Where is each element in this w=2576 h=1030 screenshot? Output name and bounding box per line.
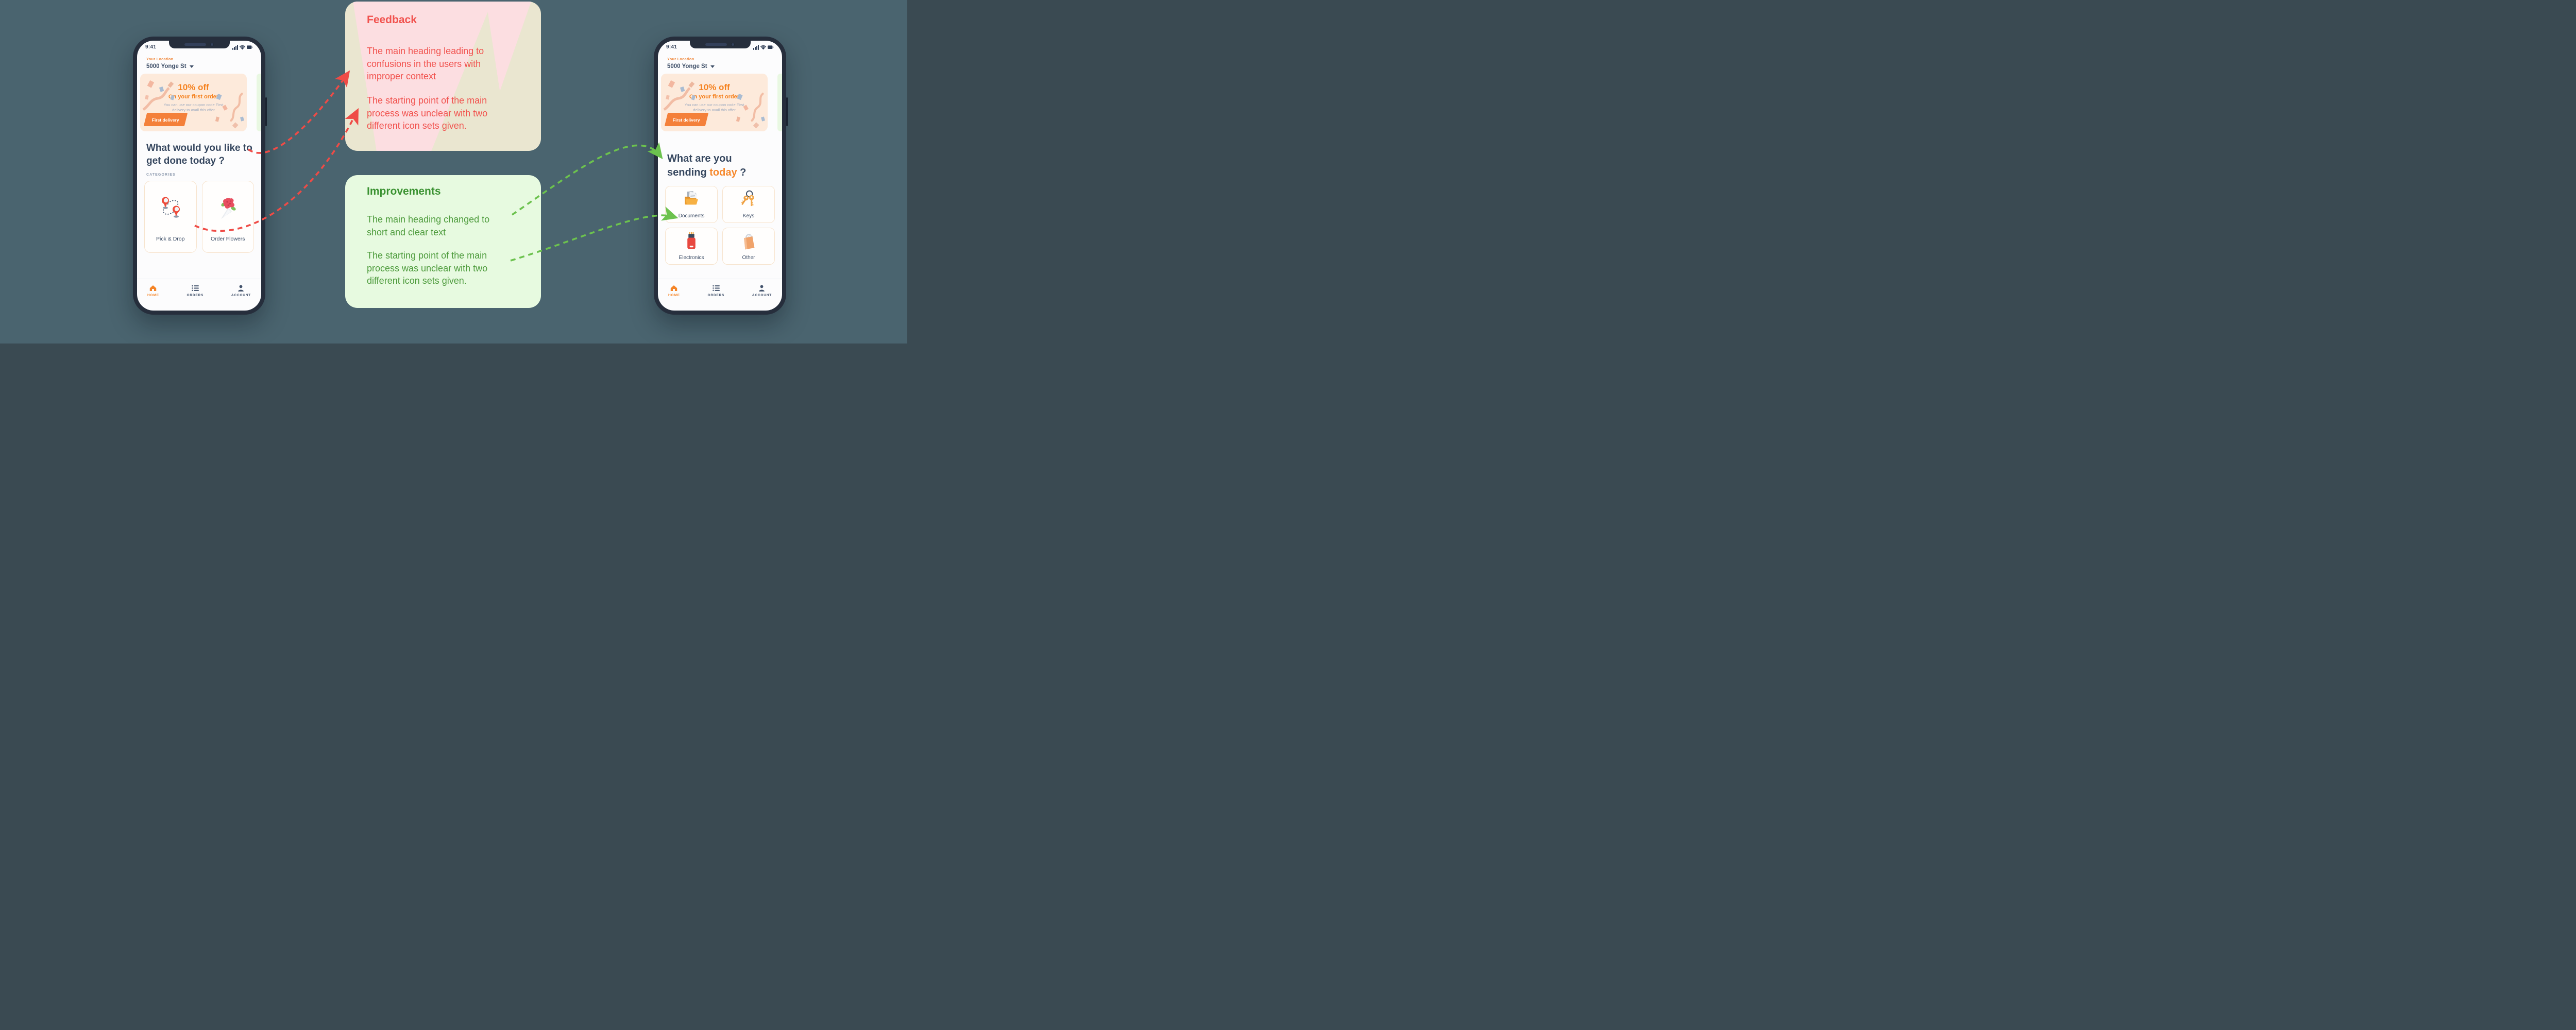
nav-label: ORDERS: [187, 294, 204, 297]
improvements-paragraph: The starting point of the main process w…: [367, 250, 488, 286]
camera-icon: [210, 43, 214, 46]
status-time: 9:41: [145, 44, 157, 50]
nav-label: HOME: [668, 294, 680, 297]
phone-notch: [168, 41, 230, 48]
improvements-title: Improvements: [367, 185, 441, 197]
category-label: Keys: [742, 213, 755, 219]
nav-label: ACCOUNT: [231, 294, 251, 297]
bottom-nav: HOME ORDERS: [658, 279, 782, 311]
phone-mockup-improved: 9:41 Your Location: [654, 37, 788, 315]
feedback-card: Feedback The main heading leading to con…: [345, 2, 541, 151]
phone-side-button: [786, 97, 788, 126]
banner-description: You can use our coupon code First delive…: [163, 102, 224, 113]
location-selector[interactable]: Your Location 5000 Yonge St: [146, 57, 194, 70]
phone-notch: [689, 41, 751, 48]
categories-grid: Documents: [665, 186, 775, 265]
carousel-next-card: [257, 74, 261, 131]
categories-row: Pick & Drop: [144, 181, 254, 253]
improvements-paragraph: The main heading changed to short and cl…: [367, 214, 490, 237]
shopping-bag-icon: [740, 232, 757, 250]
speaker-icon: [705, 43, 727, 46]
ux-review-board: 9:41 Your Location: [0, 0, 907, 344]
status-bar: 9:41: [658, 44, 782, 50]
orders-list-icon: [712, 285, 720, 291]
location-label: Your Location: [146, 57, 174, 61]
banner-subtitle: On your first order: [168, 94, 219, 100]
home-icon: [150, 285, 157, 291]
category-label: Electronics: [679, 255, 704, 261]
nav-item-account[interactable]: ACCOUNT: [231, 285, 251, 311]
chevron-down-icon: [189, 65, 194, 68]
status-icons: [753, 45, 774, 50]
location-value: 5000 Yonge St: [146, 63, 187, 70]
nav-item-account[interactable]: ACCOUNT: [752, 285, 772, 311]
banner-badge: First delivery: [664, 113, 709, 126]
speaker-icon: [184, 43, 206, 46]
banner-description: You can use our coupon code First delive…: [684, 102, 744, 113]
improvements-card: Improvements The main heading changed to…: [345, 175, 541, 308]
bottom-nav: HOME ORDERS: [137, 279, 261, 311]
nav-item-orders[interactable]: ORDERS: [187, 285, 204, 311]
map-pins-icon: [157, 194, 184, 222]
feedback-paragraph: The main heading leading to confusions i…: [367, 46, 484, 81]
location-label: Your Location: [667, 57, 694, 61]
category-card-pick-drop[interactable]: Pick & Drop: [144, 181, 197, 253]
category-label: Order Flowers: [210, 236, 245, 242]
banner-title: 10% off: [178, 82, 209, 92]
orders-list-icon: [191, 285, 199, 291]
status-icons: [232, 45, 253, 50]
carousel-next-card: [777, 74, 782, 131]
location-value: 5000 Yonge St: [667, 63, 707, 70]
keys-icon: [740, 190, 757, 209]
status-time: 9:41: [666, 44, 677, 50]
nav-label: HOME: [147, 294, 159, 297]
heading-highlight: today: [709, 167, 737, 178]
feedback-paragraph: The starting point of the main process w…: [367, 95, 488, 131]
category-label: Documents: [678, 213, 705, 219]
home-icon: [671, 285, 677, 291]
banner-badge-label: First delivery: [672, 117, 700, 123]
nav-item-orders[interactable]: ORDERS: [707, 285, 724, 311]
home-heading: What are you sending today ?: [667, 153, 747, 178]
category-card-keys[interactable]: Keys: [722, 186, 775, 223]
flower-bouquet-icon: [215, 194, 241, 222]
banner-badge-label: First delivery: [151, 117, 179, 123]
phone-side-button: [265, 97, 267, 126]
camera-icon: [731, 43, 735, 46]
category-card-documents[interactable]: Documents: [665, 186, 718, 223]
app-screen-original: 9:41 Your Location: [137, 41, 261, 311]
location-selector[interactable]: Your Location 5000 Yonge St: [667, 57, 715, 70]
promo-banner[interactable]: 10% off On your first order You can use …: [140, 74, 247, 131]
category-label: Pick & Drop: [156, 236, 185, 242]
account-person-icon: [238, 285, 244, 291]
app-screen-improved: 9:41 Your Location: [658, 41, 782, 311]
banner-badge: First delivery: [143, 113, 188, 126]
banner-subtitle: On your first order: [689, 94, 740, 100]
usb-drive-icon: [685, 232, 698, 250]
category-card-order-flowers[interactable]: Order Flowers: [201, 181, 254, 253]
categories-label: CATEGORIES: [146, 173, 176, 177]
feedback-title: Feedback: [367, 14, 417, 26]
status-bar: 9:41: [137, 44, 261, 50]
chevron-down-icon: [710, 65, 715, 68]
banner-title: 10% off: [699, 82, 730, 92]
category-card-other[interactable]: Other: [722, 228, 775, 265]
account-person-icon: [759, 285, 765, 291]
phone-mockup-original: 9:41 Your Location: [133, 37, 267, 315]
nav-label: ACCOUNT: [752, 294, 772, 297]
nav-item-home[interactable]: HOME: [668, 285, 680, 311]
nav-label: ORDERS: [707, 294, 725, 297]
category-label: Other: [742, 255, 755, 261]
nav-item-home[interactable]: HOME: [147, 285, 159, 311]
category-card-electronics[interactable]: Electronics: [665, 228, 718, 265]
home-heading: What would you like to get done today ?: [146, 143, 252, 166]
folder-documents-icon: [682, 190, 701, 209]
promo-banner[interactable]: 10% off On your first order You can use …: [661, 74, 768, 131]
